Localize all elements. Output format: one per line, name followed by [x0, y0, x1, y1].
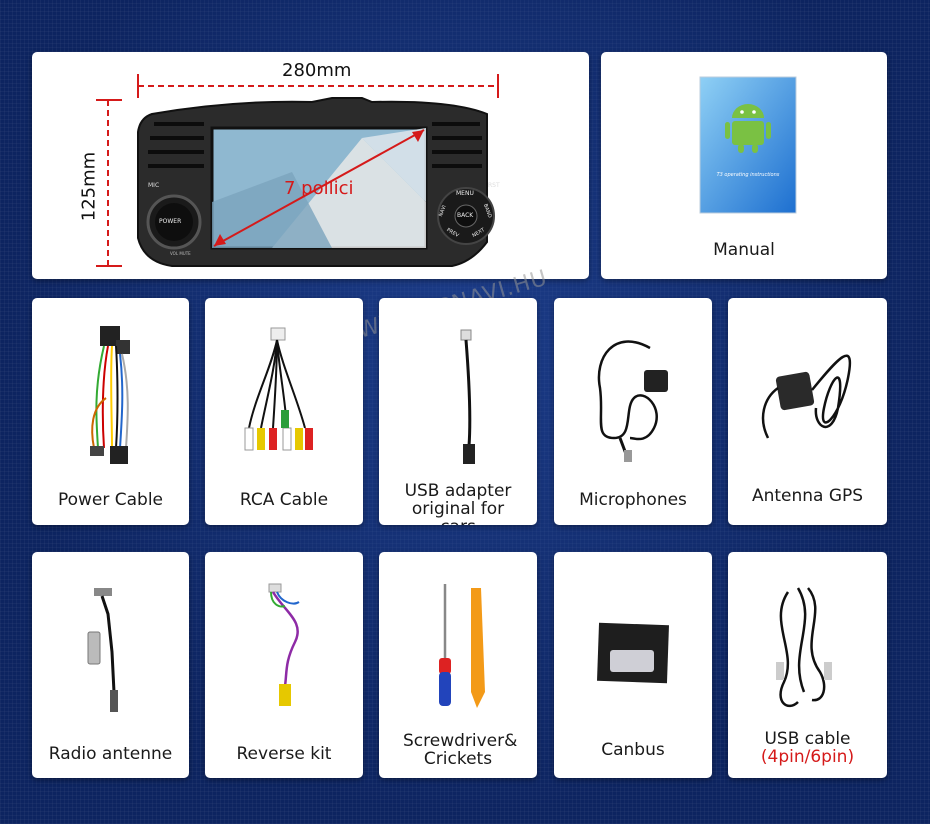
microphone-image [597, 340, 668, 462]
accessory-card-usb-adapter: USB adapter original for cars [379, 298, 537, 525]
accessory-card-screwdriver: Screwdriver& Crickets [379, 552, 537, 778]
radio-antenne-label: Radio antenne [48, 744, 173, 764]
reverse-kit-image [268, 583, 300, 706]
accessory-card-usb-cable: USB cable (4pin/6pin) [728, 552, 887, 778]
accessory-card-microphones: Microphones [554, 298, 712, 525]
power-button-label: POWER [159, 218, 182, 225]
left-vents [148, 122, 204, 168]
height-dimension [96, 99, 122, 267]
manual-booklet-text: T3 operating instructions [716, 172, 780, 178]
right-vents [432, 122, 482, 168]
manual-label: Manual [713, 240, 775, 260]
usb-adapter-image [460, 329, 475, 464]
screwdriver-label: Screwdriver& Crickets [403, 731, 518, 769]
rst-label: RST [488, 182, 500, 189]
mic-label: MIC [148, 182, 160, 189]
screen-diagonal [213, 129, 425, 247]
usb-cable-image [776, 587, 832, 708]
menu-button-label: MENU [456, 190, 474, 197]
power-cable-image [90, 326, 130, 464]
antenna-gps-label: Antenna GPS [751, 486, 864, 506]
manual-booklet [699, 76, 797, 214]
width-label: 280mm [282, 60, 352, 81]
usb-cable-label: USB cable (4pin/6pin) [728, 730, 887, 766]
accessory-card-canbus: Canbus [554, 552, 712, 778]
canbus-image [597, 622, 669, 684]
usb-cable-pins: (4pin/6pin) [760, 747, 855, 767]
back-button-label: BACK [457, 212, 474, 219]
rca-cable-image [244, 327, 313, 451]
vol-mute-label: VOL MUTE [170, 251, 191, 256]
microphones-label: Microphones [579, 490, 687, 510]
radio-antenne-image [87, 588, 118, 712]
accessory-card-antenna-gps: Antenna GPS [728, 298, 887, 525]
accessory-card-radio-antenne: Radio antenne [32, 552, 189, 778]
usb-cable-title: USB cable [764, 729, 851, 749]
accessory-card-power-cable: Power Cable [32, 298, 189, 525]
android-robot-icon [725, 104, 771, 153]
head-unit-card: 280mm 125mm 7 pollici MIC RST POWER VOL … [32, 52, 589, 279]
canbus-label: Canbus [601, 740, 665, 760]
height-label: 125mm [78, 151, 100, 222]
rca-cable-label: RCA Cable [239, 490, 329, 510]
screwdriver-image [439, 584, 485, 708]
screen-size-label: 7 pollici [284, 178, 354, 199]
usb-adapter-label: USB adapter original for cars [404, 481, 512, 525]
head-unit-illustration [96, 74, 499, 267]
accessory-card-reverse-kit: Reverse kit [205, 552, 363, 778]
manual-card: T3 operating instructions Manual [601, 52, 887, 279]
power-cable-label: Power Cable [57, 490, 164, 510]
width-dimension [137, 74, 499, 98]
gps-antenna-image [761, 354, 852, 439]
accessory-card-rca-cable: RCA Cable [205, 298, 363, 525]
reverse-kit-label: Reverse kit [236, 744, 332, 764]
